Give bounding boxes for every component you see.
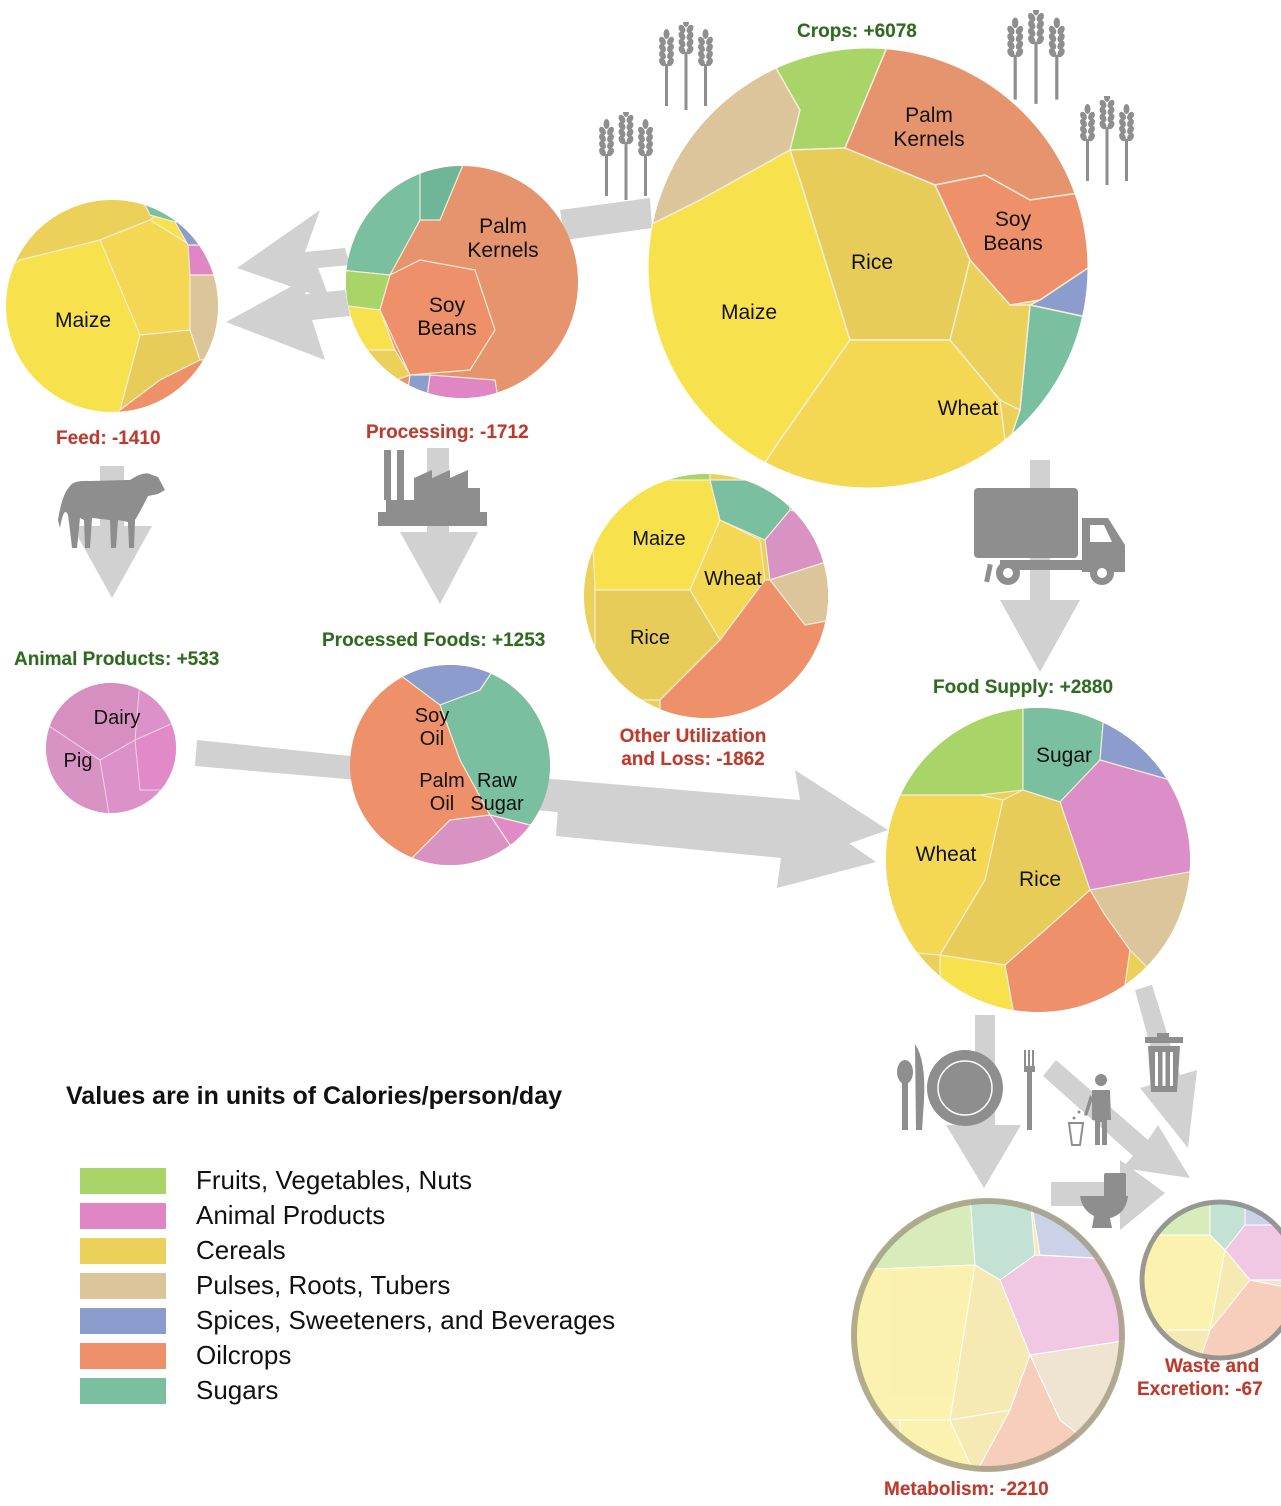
legend-title: Values are in units of Calories/person/d… (66, 1082, 562, 1110)
utensils-plate-icon (897, 1044, 1035, 1130)
crops-label-soy-beans-1: Soy (995, 208, 1032, 231)
animal-label-pig: Pig (64, 750, 93, 772)
crops-title: Crops: +6078 (797, 21, 917, 42)
waste-title-line1: Waste and (1165, 1356, 1260, 1377)
waste-title: Waste and Excretion: -67 (1137, 1355, 1281, 1401)
arrow-fs-to-waste-2 (1043, 1060, 1190, 1178)
legend-swatch (80, 1272, 166, 1299)
node-processing-circle (346, 166, 578, 398)
processing-label-palm-kernels-2: Kernels (467, 239, 538, 262)
processing-title: Processing: -1712 (366, 422, 529, 443)
pf-label-soy-oil-2: Oil (420, 728, 444, 750)
toilet-icon (1080, 1173, 1128, 1228)
other-utilization-title-line1: Other Utilization (619, 726, 767, 747)
food-supply-title: Food Supply: +2880 (933, 677, 1114, 698)
feed-title: Feed: -1410 (56, 428, 161, 449)
other-label-wheat: Wheat (704, 568, 762, 590)
other-utilization-title-line2: and Loss: -1862 (621, 749, 765, 770)
wheat-icon (598, 107, 655, 200)
processing-label-soy-beans-2: Beans (417, 317, 477, 340)
node-waste-circle (1140, 1200, 1281, 1360)
legend-swatch (80, 1307, 166, 1334)
crops-label-soy-beans-2: Beans (983, 232, 1043, 255)
crops-label-rice: Rice (851, 251, 893, 274)
node-animal-products-circle (46, 683, 176, 813)
metabolism-ring (851, 1198, 1125, 1472)
arrow-processing-to-feed-2 (226, 272, 350, 360)
other-label-rice: Rice (630, 627, 670, 649)
fs-label-wheat: Wheat (916, 843, 977, 866)
legend-swatch (80, 1342, 166, 1369)
legend-swatch (80, 1377, 166, 1404)
pf-label-palm-oil-1: Palm (419, 770, 465, 792)
legend-item: Animal Products (80, 1198, 615, 1233)
person-trash-icon (1067, 1074, 1111, 1146)
trash-can-icon (1145, 1033, 1183, 1092)
legend-item: Spices, Sweeteners, and Beverages (80, 1303, 615, 1338)
pf-label-raw-sugar-2: Sugar (470, 793, 524, 815)
pf-label-soy-oil-1: Soy (415, 705, 449, 727)
legend-item: Fruits, Vegetables, Nuts (80, 1163, 615, 1198)
wheat-icon (1006, 5, 1066, 104)
arrow-animal-to-pf (195, 740, 360, 780)
cow-icon (58, 473, 165, 548)
animal-label-dairy: Dairy (94, 707, 141, 729)
fs-label-rice: Rice (1019, 868, 1061, 891)
node-metabolism-circle (852, 1199, 1124, 1471)
other-utilization-title: Other Utilization and Loss: -1862 (603, 725, 783, 771)
legend-item: Oilcrops (80, 1338, 615, 1373)
metabolism-title: Metabolism: -2210 (884, 1479, 1049, 1500)
legend-item: Pulses, Roots, Tubers (80, 1268, 615, 1303)
legend-item: Sugars (80, 1373, 615, 1408)
waste-title-line2: Excretion: -67 (1137, 1379, 1263, 1400)
legend-item: Cereals (80, 1233, 615, 1268)
waste-ring (1139, 1199, 1281, 1361)
fs-label-sugar: Sugar (1036, 744, 1092, 767)
legend-label: Cereals (196, 1235, 286, 1265)
crops-label-wheat: Wheat (938, 397, 999, 420)
crops-circle-outline (647, 47, 1089, 489)
animal-products-title: Animal Products: +533 (14, 649, 220, 670)
legend-swatch (80, 1237, 166, 1264)
wheat-icon (1079, 92, 1136, 185)
pf-label-palm-oil-2: Oil (430, 793, 454, 815)
node-crops-circle (648, 48, 1088, 488)
legend-label: Animal Products (196, 1200, 386, 1230)
node-processed-foods-circle (350, 665, 550, 865)
legend-label: Fruits, Vegetables, Nuts (196, 1165, 473, 1195)
pf-label-raw-sugar-1: Raw (477, 770, 518, 792)
legend-label: Sugars (196, 1375, 279, 1405)
legend-label: Oilcrops (196, 1340, 292, 1370)
node-feed-circle (6, 200, 218, 412)
crops-label-palm-kernels-2: Kernels (893, 128, 964, 151)
node-other-utilization-circle (584, 474, 828, 718)
legend-label: Spices, Sweeteners, and Beverages (196, 1305, 616, 1335)
truck-icon (974, 488, 1125, 585)
wheat-icon (658, 17, 715, 110)
feed-label-maize: Maize (55, 309, 111, 332)
crops-label-maize: Maize (721, 301, 777, 324)
processed-foods-title: Processed Foods: +1253 (322, 630, 546, 651)
legend-swatch (80, 1167, 166, 1194)
other-label-maize: Maize (632, 528, 685, 550)
arrow-pf-to-fs-2 (556, 800, 876, 888)
arrow-processing-to-feed-1 (237, 210, 350, 300)
legend-swatch (80, 1202, 166, 1229)
processing-label-soy-beans-1: Soy (429, 294, 466, 317)
factory-icon (378, 450, 487, 526)
arrow-crops-to-processing (560, 198, 652, 240)
legend-label: Pulses, Roots, Tubers (196, 1270, 451, 1300)
crops-label-palm-kernels-1: Palm (905, 104, 953, 127)
processing-label-palm-kernels-1: Palm (479, 215, 527, 238)
